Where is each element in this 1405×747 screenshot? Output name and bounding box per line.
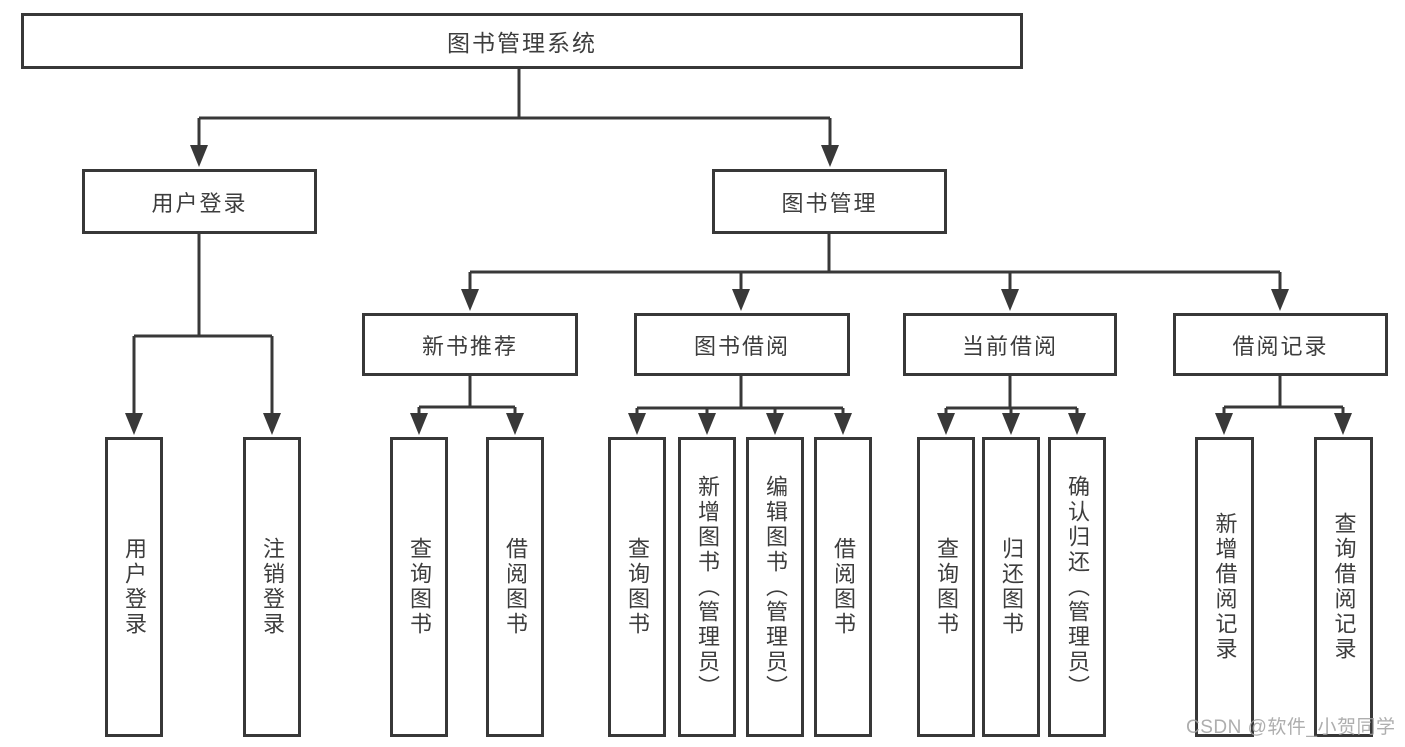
leaf-query-books-3-label: 查询图书: [934, 537, 959, 637]
node-root-label: 图书管理系统: [447, 30, 597, 56]
leaf-query-borrow-record: 查询借阅记录: [1314, 437, 1373, 737]
leaf-logout-label: 注销登录: [260, 537, 285, 637]
leaf-query-borrow-record-label: 查询借阅记录: [1331, 512, 1357, 662]
leaf-borrow-books-1-label: 借阅图书: [503, 537, 528, 637]
leaf-query-books-2-label: 查询图书: [625, 537, 650, 637]
leaf-logout: 注销登录: [243, 437, 301, 737]
connector-strokes: [132, 69, 1345, 418]
leaf-query-books-1: 查询图书: [390, 437, 448, 737]
node-book-borrowing-label: 图书借阅: [693, 333, 790, 359]
leaf-add-books-admin-label: 新增图书（管理员）: [695, 474, 720, 700]
node-current-borrowing: 当前借阅: [903, 313, 1117, 376]
leaf-edit-books-admin: 编辑图书（管理员）: [746, 437, 804, 737]
leaf-borrow-books-2: 借阅图书: [814, 437, 872, 737]
node-new-book-recommendation-label: 新书推荐: [421, 333, 518, 359]
node-book-borrowing: 图书借阅: [634, 313, 850, 376]
node-root-system: 图书管理系统: [21, 13, 1023, 69]
node-user-login: 用户登录: [82, 169, 317, 234]
leaf-add-borrow-record: 新增借阅记录: [1195, 437, 1254, 737]
csdn-watermark: CSDN @软件_小贺同学: [1186, 717, 1396, 738]
leaf-add-borrow-record-label: 新增借阅记录: [1212, 512, 1238, 662]
node-book-management: 图书管理: [712, 169, 947, 234]
leaf-borrow-books-2-label: 借阅图书: [831, 537, 856, 637]
node-borrowing-records: 借阅记录: [1173, 313, 1388, 376]
leaf-confirm-return-admin: 确认归还（管理员）: [1048, 437, 1106, 737]
leaf-query-books-3: 查询图书: [917, 437, 975, 737]
leaf-add-books-admin: 新增图书（管理员）: [678, 437, 736, 737]
leaf-query-books-1-label: 查询图书: [407, 537, 432, 637]
node-borrowing-records-label: 借阅记录: [1232, 333, 1329, 359]
leaf-query-books-2: 查询图书: [608, 437, 666, 737]
leaf-user-login-label: 用户登录: [122, 537, 147, 637]
leaf-return-books: 归还图书: [982, 437, 1040, 737]
leaf-edit-books-admin-label: 编辑图书（管理员）: [763, 474, 788, 700]
leaf-return-books-label: 归还图书: [999, 537, 1024, 637]
leaf-confirm-return-admin-label: 确认归还（管理员）: [1065, 474, 1090, 700]
leaf-user-login: 用户登录: [105, 437, 163, 737]
leaf-borrow-books-1: 借阅图书: [486, 437, 544, 737]
node-new-book-recommendation: 新书推荐: [362, 313, 578, 376]
node-current-borrowing-label: 当前借阅: [961, 333, 1058, 359]
node-book-management-label: 图书管理: [781, 190, 878, 216]
node-user-login-label: 用户登录: [151, 190, 248, 216]
arrowheads: [125, 145, 1352, 435]
